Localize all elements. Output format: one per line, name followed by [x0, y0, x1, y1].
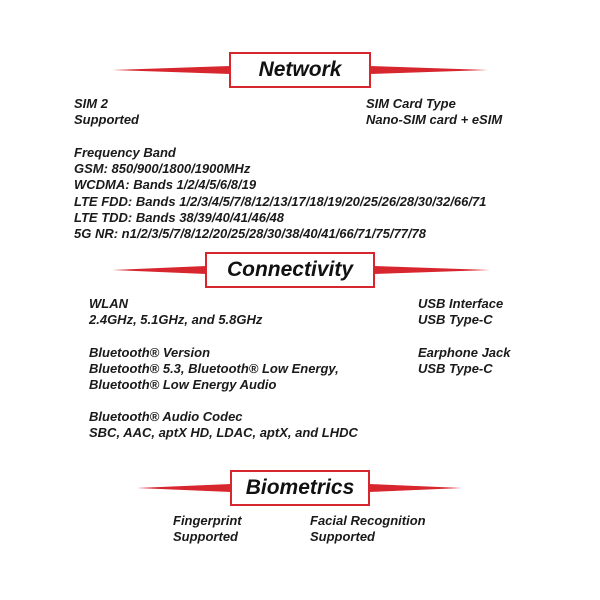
bluetooth-version-line1: Bluetooth® 5.3, Bluetooth® Low Energy, [89, 361, 339, 377]
connectivity-section-header: Connectivity [0, 252, 600, 288]
sim-type-value: Nano-SIM card + eSIM [366, 112, 503, 128]
sim-count: 2 [100, 96, 108, 111]
connectivity-title: Connectivity [205, 252, 375, 288]
network-title: Network [229, 52, 371, 88]
fingerprint-spec: Fingerprint Supported [173, 513, 242, 545]
earphone-jack-value: USB Type-C [418, 361, 493, 377]
bluetooth-codec-spec: Bluetooth® Audio Codec SBC, AAC, aptX HD… [89, 409, 358, 441]
lte-tdd-bands: LTE TDD: Bands 38/39/40/41/46/48 [74, 209, 285, 225]
wlan-value: 2.4GHz, 5.1GHz, and 5.8GHz [89, 312, 263, 328]
nr-bands: 5G NR: n1/2/3/5/7/8/12/20/25/28/30/38/40… [74, 226, 426, 242]
sim-type-spec: SIM Card Type Nano-SIM card + eSIM [366, 96, 502, 128]
bluetooth-version-line2: Bluetooth® Low Energy Audio [89, 377, 277, 393]
earphone-jack-label: Earphone Jack [418, 345, 511, 360]
facial-recognition-value: Supported [310, 529, 375, 545]
biometrics-header-rule [137, 484, 462, 492]
fingerprint-label: Fingerprint [173, 513, 242, 528]
earphone-jack-spec: Earphone Jack USB Type-C [418, 345, 511, 377]
network-section-header: Network [0, 52, 600, 88]
usb-interface-value: USB Type-C [418, 312, 493, 328]
wlan-label: WLAN [89, 296, 128, 311]
wcdma-bands: WCDMA: Bands 1/2/4/5/6/8/19 [74, 177, 257, 193]
bluetooth-version-label: Bluetooth® Version [89, 345, 211, 360]
biometrics-section-header: Biometrics [0, 470, 600, 506]
connectivity-header-rule [112, 266, 490, 274]
fingerprint-value: Supported [173, 529, 238, 545]
sim-status: Supported [74, 112, 139, 128]
gsm-bands: GSM: 850/900/1800/1900MHz [74, 161, 251, 177]
sim-type-label: SIM Card Type [366, 96, 456, 111]
lte-fdd-bands: LTE FDD: Bands 1/2/3/4/5/7/8/12/13/17/18… [74, 193, 487, 209]
bluetooth-codec-value: SBC, AAC, aptX HD, LDAC, aptX, and LHDC [89, 425, 358, 441]
usb-interface-label: USB Interface [418, 296, 504, 311]
frequency-band-spec: Frequency Band GSM: 850/900/1800/1900MHz… [74, 145, 486, 242]
network-header-rule [112, 66, 488, 74]
sim-label: SIM [74, 96, 98, 111]
bluetooth-version-spec: Bluetooth® Version Bluetooth® 5.3, Bluet… [89, 345, 339, 394]
sim-spec: SIM 2 Supported [74, 96, 139, 128]
facial-recognition-spec: Facial Recognition Supported [310, 513, 426, 545]
facial-recognition-label: Facial Recognition [310, 513, 426, 528]
biometrics-title: Biometrics [230, 470, 370, 506]
frequency-band-label: Frequency Band [74, 145, 176, 160]
bluetooth-codec-label: Bluetooth® Audio Codec [89, 409, 243, 424]
wlan-spec: WLAN 2.4GHz, 5.1GHz, and 5.8GHz [89, 296, 262, 328]
usb-interface-spec: USB Interface USB Type-C [418, 296, 503, 328]
